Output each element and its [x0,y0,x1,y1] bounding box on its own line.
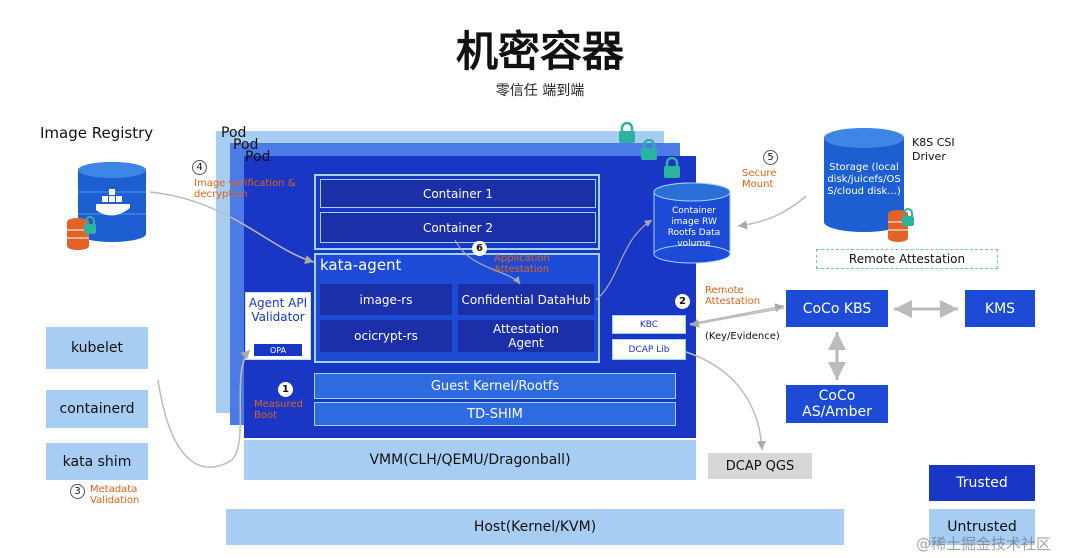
td-shim[interactable]: TD-SHIM [314,402,676,426]
vmm-layer[interactable]: VMM(CLH/QEMU/Dragonball) [244,440,696,480]
pod-label-1: Pod [221,125,247,141]
step-5-label: Secure Mount [742,168,777,190]
lock-icon [664,157,680,178]
storage-db-label: Storage (local disk/juicefs/OSS/cloud di… [827,162,901,197]
ocicrypt-rs-module[interactable]: ocicrypt-rs [320,320,452,352]
attestation-agent-module[interactable]: Attestation Agent [458,320,594,352]
kms-box[interactable]: KMS [965,290,1035,327]
step-2-label: Remote Attestation [705,285,761,307]
step-5-marker: 5 [763,150,778,165]
kata-agent-label: kata-agent [320,256,402,274]
step-1-marker: 1 [278,382,293,397]
legend-trusted: Trusted [929,465,1035,501]
host-layer[interactable]: Host(Kernel/KVM) [226,509,844,545]
legend-untrusted: Untrusted [929,509,1035,545]
remote-attestation-box[interactable]: Remote Attestation [816,249,998,269]
kubelet-box[interactable]: kubelet [46,327,148,369]
storage-secure-icon [888,208,914,242]
agent-api-validator-label: Agent API Validator [248,296,308,324]
storage-database-icon [824,128,904,232]
kata-shim-box[interactable]: kata shim [46,443,148,480]
pod-label-2: Pod [233,137,259,153]
guest-kernel-rootfs[interactable]: Guest Kernel/Rootfs [314,373,676,399]
dcap-qgs-box[interactable]: DCAP QGS [708,453,812,479]
confidential-datahub-module[interactable]: Confidential DataHub [458,284,594,315]
registry-secure-storage-icon [67,216,96,250]
step-3-marker: 3 [70,484,85,499]
k8s-csi-driver-label: K8S CSI Driver [912,136,955,163]
container-image-db-label: Container image RW Rootfs Data volume [667,206,721,249]
container-1[interactable]: Container 1 [320,179,596,208]
containerd-box[interactable]: containerd [46,390,148,428]
step-6-label: Application Attestation [494,253,550,275]
image-rs-module[interactable]: image-rs [320,284,452,315]
page-subtitle: 零信任 端到端 [495,83,585,99]
coco-kbs-box[interactable]: CoCo KBS [786,290,888,327]
step-4-label: Image verification & decryption [194,178,296,200]
image-registry-label: Image Registry [40,124,154,142]
lock-icon [641,139,657,160]
step-2-marker: 2 [675,294,690,309]
container-2[interactable]: Container 2 [320,212,596,243]
container-image-database-icon [653,182,731,264]
opa-badge: OPA [254,344,302,356]
step-1-label: Measured Boot [254,399,303,421]
key-evidence-label: (Key/Evidence) [705,331,780,342]
watermark: @稀土掘金技术社区 [916,535,1052,553]
page-title: 机密容器 [455,27,624,76]
lock-icon [619,122,635,143]
step-6-marker: 6 [472,241,487,256]
pod-label-3: Pod [245,149,271,165]
dcap-lib-module[interactable]: DCAP Lib [612,339,686,360]
kbc-module[interactable]: KBC [612,315,686,334]
step-3-label: Metadata Validation [90,484,140,506]
step-4-marker: 4 [192,160,207,175]
coco-as-box[interactable]: CoCo AS/Amber [786,385,888,423]
